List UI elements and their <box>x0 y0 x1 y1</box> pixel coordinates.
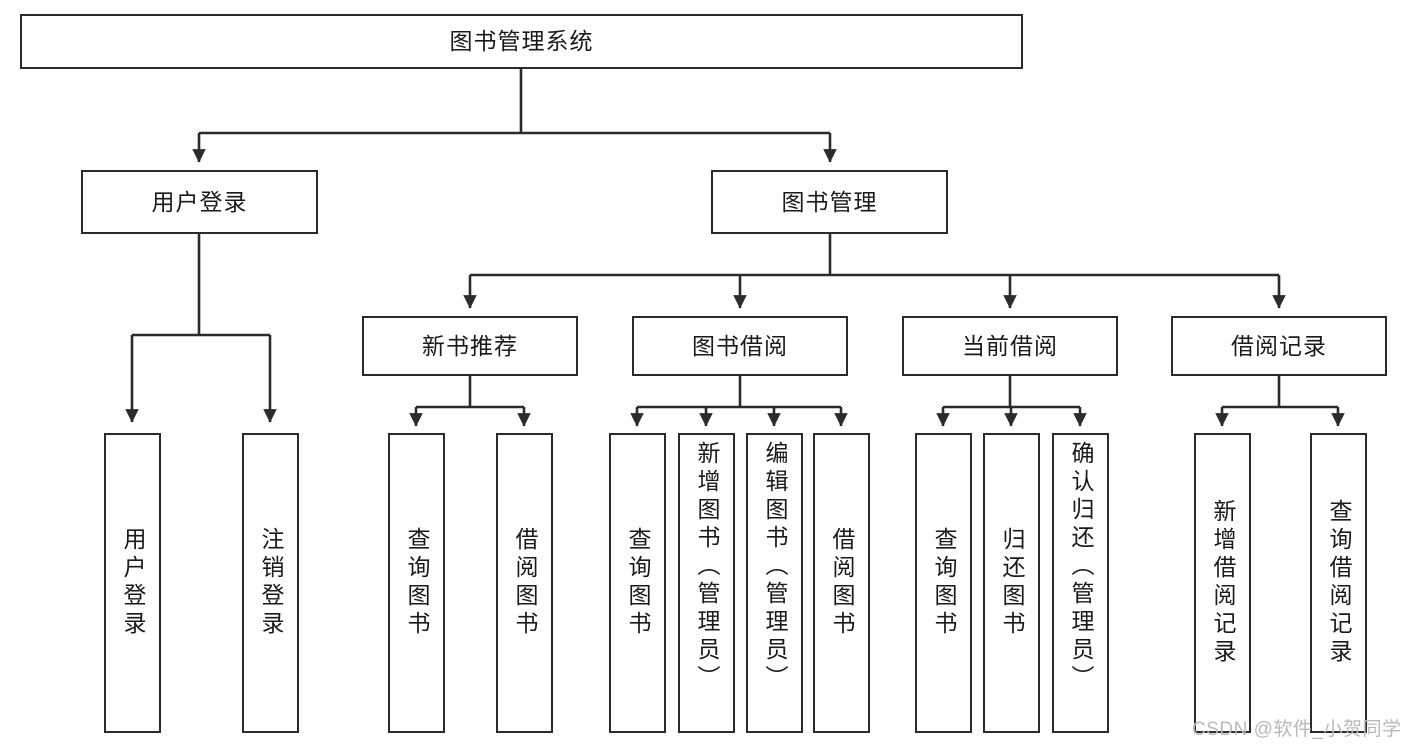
leaf-borrow-book-1[interactable]: 借阅图书 <box>496 433 553 733</box>
leaf-query-record-label: 查询借阅记录 <box>1326 499 1352 667</box>
leaf-query-book-1-label: 查询图书 <box>404 527 430 639</box>
node-user-login[interactable]: 用户登录 <box>81 170 318 234</box>
node-borrow-record-label: 借阅记录 <box>1231 332 1327 359</box>
node-current-borrow[interactable]: 当前借阅 <box>902 316 1118 376</box>
leaf-add-record[interactable]: 新增借阅记录 <box>1194 433 1251 733</box>
node-book-borrow-label: 图书借阅 <box>692 332 788 359</box>
leaf-add-book[interactable]: 新增图书（管理员） <box>678 433 735 733</box>
leaf-edit-book[interactable]: 编辑图书（管理员） <box>746 433 803 733</box>
leaf-logout[interactable]: 注销登录 <box>242 433 299 733</box>
leaf-user-login-label: 用户登录 <box>120 527 146 639</box>
leaf-query-record[interactable]: 查询借阅记录 <box>1310 433 1367 733</box>
leaf-borrow-book-2[interactable]: 借阅图书 <box>813 433 870 733</box>
leaf-confirm-return[interactable]: 确认归还（管理员） <box>1052 433 1109 733</box>
leaf-query-book-3-label: 查询图书 <box>931 527 957 639</box>
watermark: CSDN @软件_小贺同学 <box>1192 719 1402 740</box>
leaf-query-book-2[interactable]: 查询图书 <box>609 433 666 733</box>
node-book-manage-label: 图书管理 <box>781 188 878 215</box>
node-book-borrow[interactable]: 图书借阅 <box>632 316 848 376</box>
leaf-return-book[interactable]: 归还图书 <box>983 433 1040 733</box>
leaf-user-login[interactable]: 用户登录 <box>104 433 161 733</box>
node-root[interactable]: 图书管理系统 <box>20 14 1023 69</box>
node-borrow-record[interactable]: 借阅记录 <box>1171 316 1387 376</box>
leaf-query-book-2-label: 查询图书 <box>625 527 651 639</box>
node-user-login-label: 用户登录 <box>151 188 248 215</box>
node-new-book-rec-label: 新书推荐 <box>422 332 518 359</box>
leaf-add-book-label: 新增图书（管理员） <box>694 441 720 693</box>
leaf-borrow-book-2-label: 借阅图书 <box>829 527 855 639</box>
node-current-borrow-label: 当前借阅 <box>962 332 1058 359</box>
leaf-confirm-return-label: 确认归还（管理员） <box>1068 441 1094 693</box>
leaf-return-book-label: 归还图书 <box>999 527 1025 639</box>
leaf-query-book-3[interactable]: 查询图书 <box>915 433 972 733</box>
leaf-add-record-label: 新增借阅记录 <box>1210 499 1236 667</box>
leaf-logout-label: 注销登录 <box>258 527 284 639</box>
leaf-edit-book-label: 编辑图书（管理员） <box>762 441 788 693</box>
leaf-query-book-1[interactable]: 查询图书 <box>388 433 445 733</box>
node-root-label: 图书管理系统 <box>449 28 594 55</box>
leaf-borrow-book-1-label: 借阅图书 <box>512 527 538 639</box>
node-new-book-rec[interactable]: 新书推荐 <box>362 316 578 376</box>
node-book-manage[interactable]: 图书管理 <box>711 170 948 234</box>
